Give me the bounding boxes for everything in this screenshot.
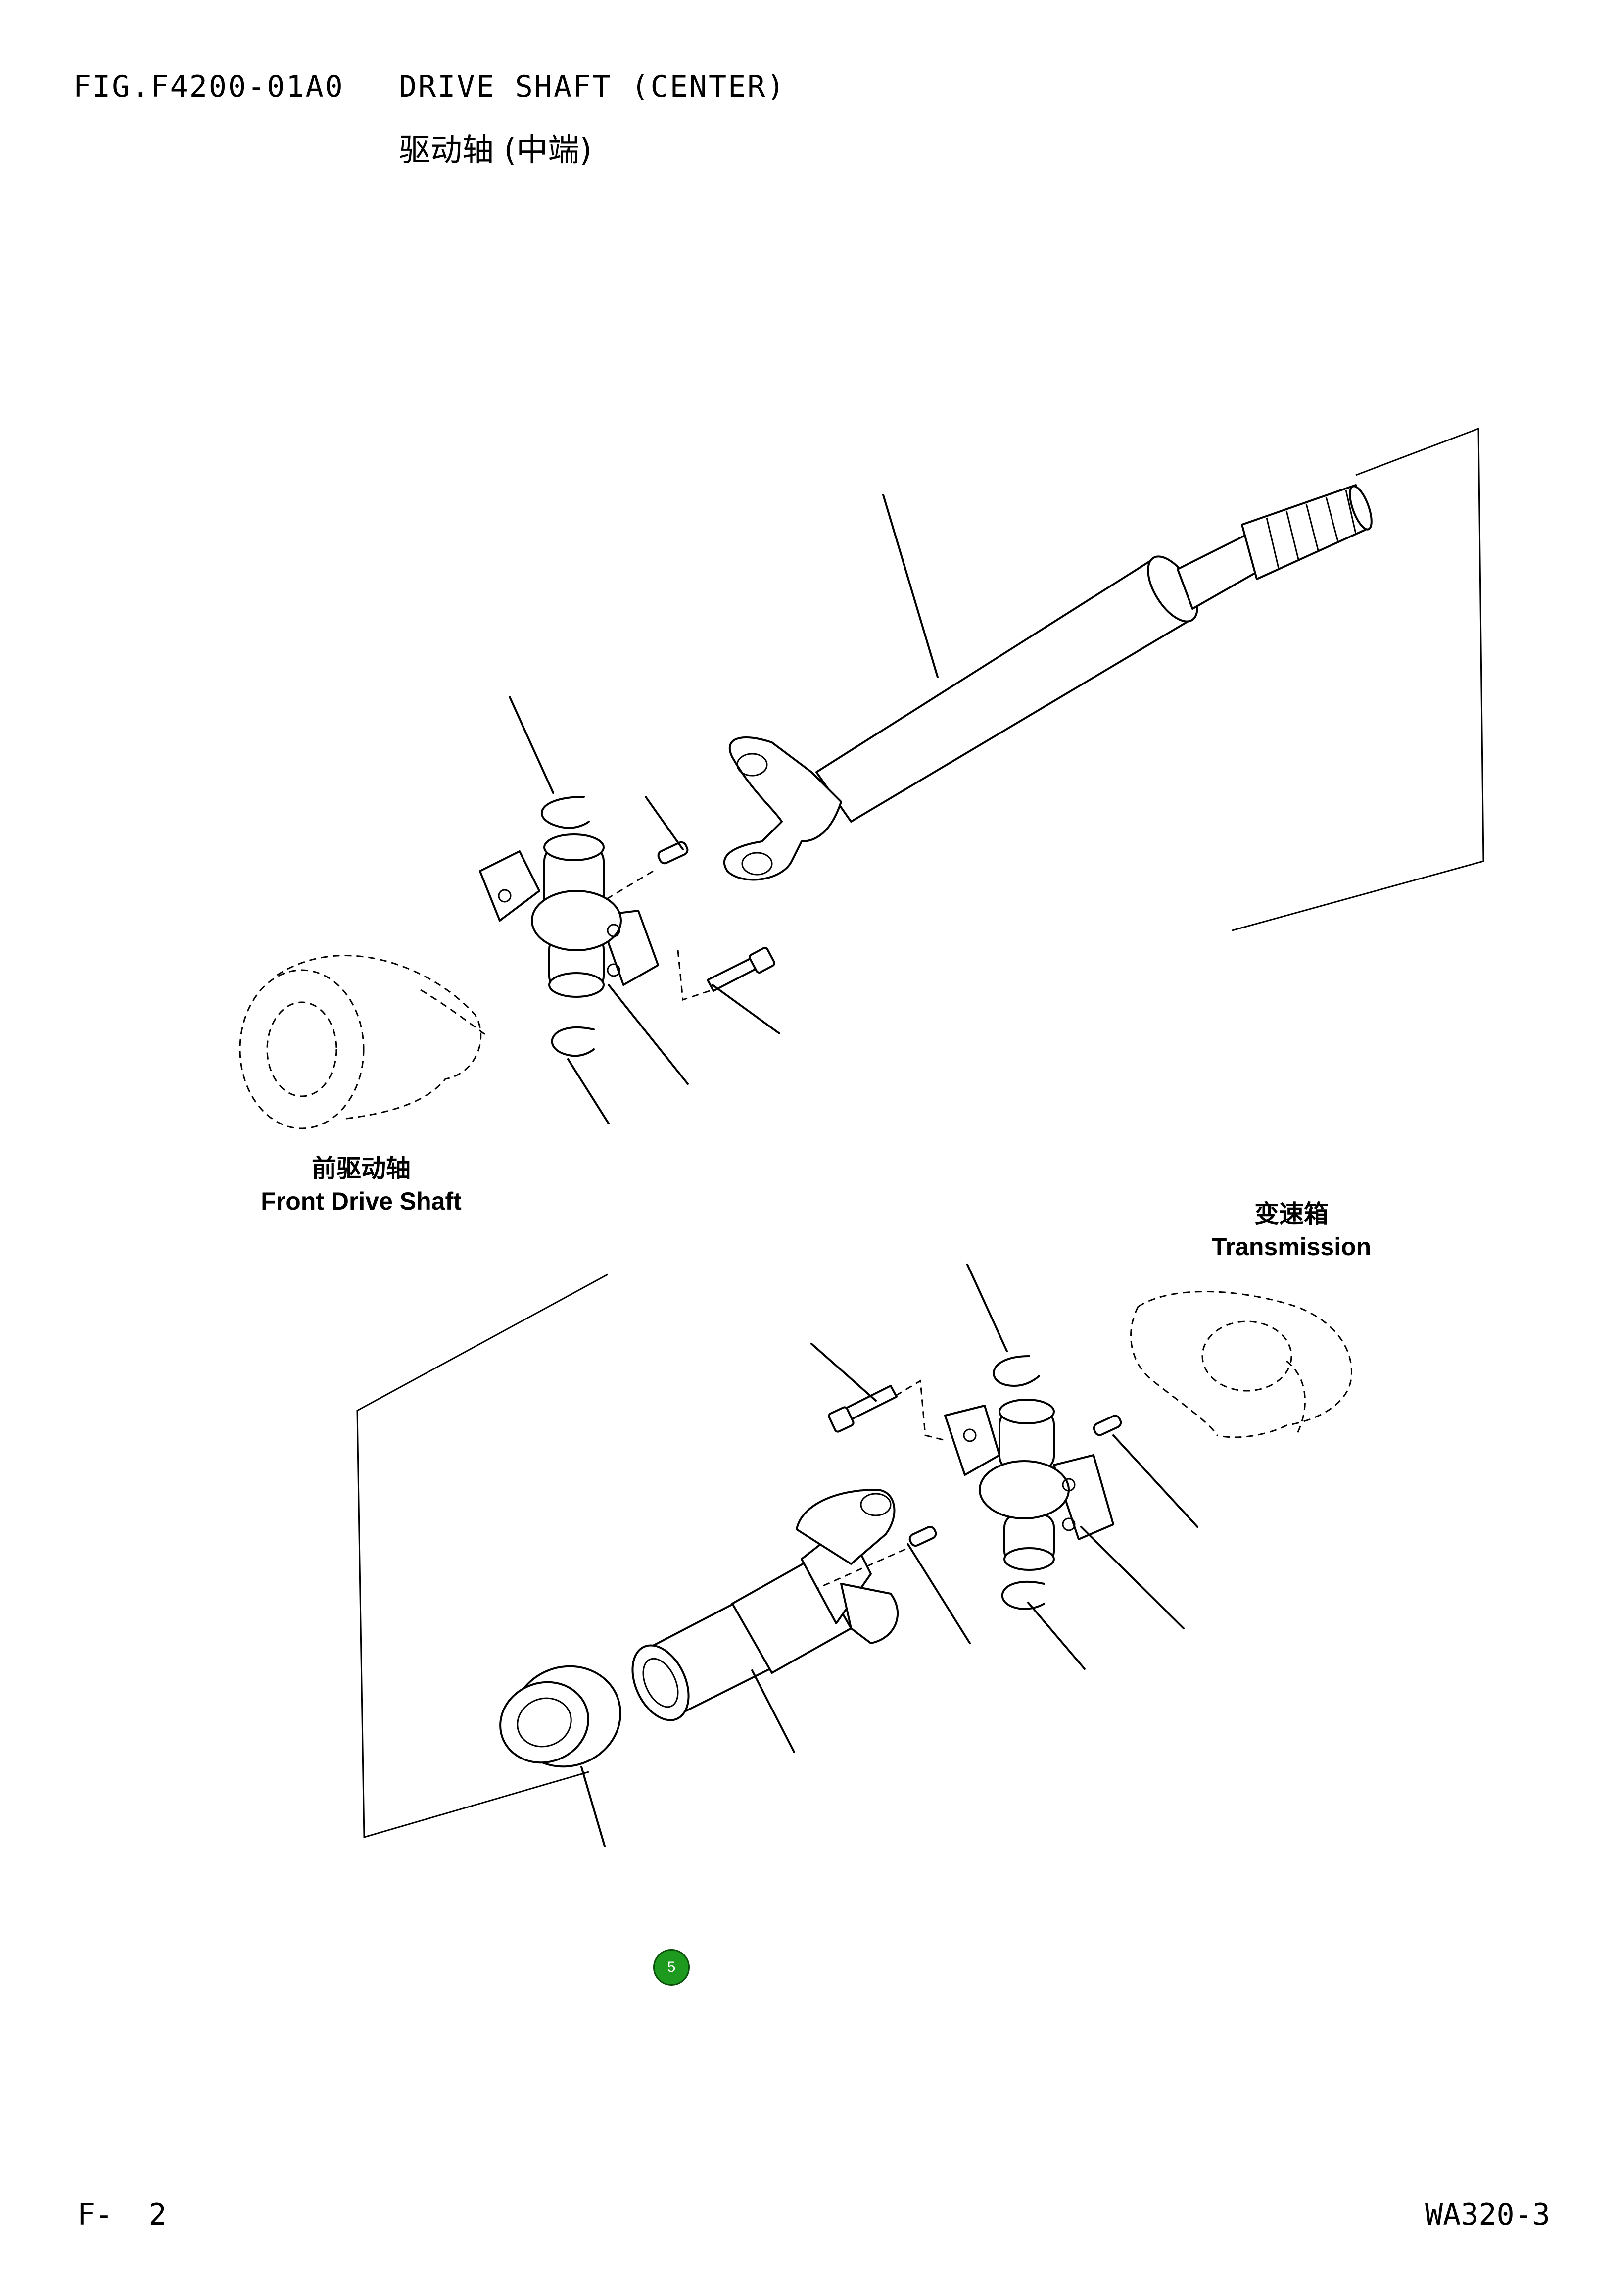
snap-ring-top-upper [541,796,590,829]
front-drive-shaft-label-en: Front Drive Shaft [261,1187,462,1215]
leader-shaft-upper [882,494,939,678]
transmission-label: 变速箱 Transmission [1178,1198,1405,1263]
transmission-label-cn: 变速箱 [1254,1200,1329,1228]
snap-ring-top-lower [993,1355,1040,1387]
transmission-label-en: Transmission [1211,1233,1372,1261]
drive-shaft-lower [356,1264,1352,1847]
reference-bracket-upper [1232,427,1484,931]
yoke-bore-bottom [741,852,773,876]
spider-lower [944,1399,1114,1571]
leader-snap-ring-top-lower [966,1264,1008,1352]
grease-nipple-upper [603,796,689,902]
front-drive-shaft-label: 前驱动轴 Front Drive Shaft [233,1152,490,1218]
spline-stub [1241,484,1367,580]
slip-yoke-shaft [631,1489,971,1753]
leader-snap-ring-bottom [567,1058,610,1124]
shaft-yoke [723,736,842,881]
bolt-upper [677,947,780,1034]
leader-snap-ring-bottom-lower [1027,1602,1086,1670]
drive-shaft-upper [239,427,1484,1129]
slip-sleeve [499,1665,621,1847]
shaft-tube [815,558,1193,823]
leader-grease-lower-right [1112,1434,1198,1528]
leader-bolt-upper [712,984,780,1034]
spider-center [531,890,622,951]
leader-bearing-upper [608,984,689,1085]
leader-bearing-lower [1080,1526,1185,1629]
front-drive-shaft-label-cn: 前驱动轴 [312,1155,411,1182]
figure-title-chinese: 驱动轴 (中端) [399,132,592,169]
leader-yoke-shaft [751,1669,795,1753]
figure-code: FIG.F4200-01A0 [73,69,344,104]
grease-nipple-lower-right [1093,1415,1198,1528]
leader-sleeve [580,1766,606,1847]
spline-teeth [1266,489,1357,569]
snap-ring-bottom-lower [1001,1580,1045,1610]
spline-end [1349,485,1373,531]
reference-bracket-lower [356,1273,608,1838]
bolt-lower [810,1343,946,1441]
page-number: F- 2 [77,2198,167,2232]
bearing-block-right-lower [1053,1454,1114,1540]
leader-grease-upper [645,796,684,850]
leader-snap-ring-top [509,696,554,794]
transmission-ghost [1130,1291,1352,1438]
bearing-block-left [479,850,540,922]
yoke-bore-top [736,753,768,777]
leader-grease-lower-left [907,1543,971,1644]
spider-upper [479,833,659,998]
model-code: WA320-3 [1425,2198,1550,2232]
leader-bolt-lower [810,1343,877,1402]
page-marker-badge[interactable]: 5 [653,1949,690,1986]
figure-title-english: DRIVE SHAFT (CENTER) [399,69,786,104]
snap-ring-bottom-upper [551,1026,595,1057]
front-drive-shaft-ghost [239,955,485,1129]
